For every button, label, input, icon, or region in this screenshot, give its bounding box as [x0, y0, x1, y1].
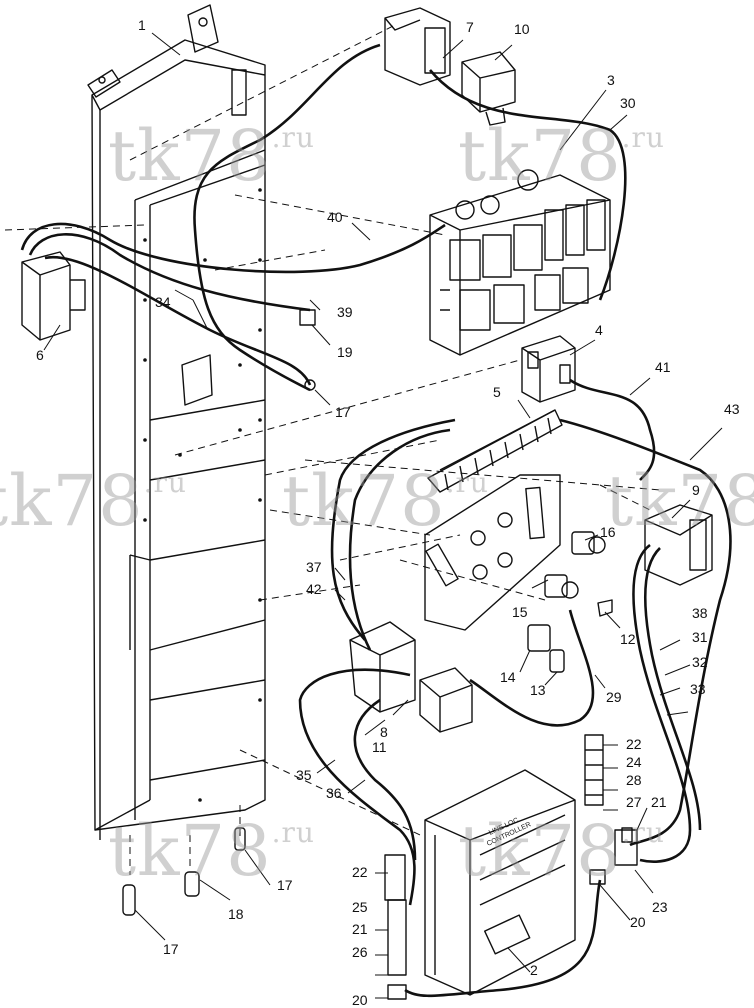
- callout-leaders: [43, 32, 723, 999]
- callout-6: 6: [36, 347, 44, 363]
- pushbuttons: [527, 531, 613, 673]
- callout-31: 31: [692, 629, 708, 645]
- callout-28: 28: [626, 772, 642, 788]
- main-panel-frame: [87, 4, 266, 840]
- callout-18: 18: [228, 906, 244, 922]
- callout-7: 7: [466, 19, 474, 35]
- callout-8: 8: [380, 724, 388, 740]
- callout-27: 27: [626, 794, 642, 810]
- callout-23: 23: [652, 899, 668, 915]
- callout-12: 12: [620, 631, 636, 647]
- callout-1: 1: [138, 17, 146, 33]
- callout-43: 43: [724, 401, 740, 417]
- callout-17: 17: [335, 404, 351, 420]
- relay-10: [461, 51, 516, 126]
- callout-10: 10: [514, 21, 530, 37]
- callout-36: 36: [326, 785, 342, 801]
- callout-29: 29: [606, 689, 622, 705]
- callout-40: 40: [327, 209, 343, 225]
- mounting-plate: [424, 474, 561, 631]
- callout-26: 26: [352, 944, 368, 960]
- callout-4: 4: [595, 322, 603, 338]
- callout-2: 2: [530, 962, 538, 978]
- callout-41: 41: [655, 359, 671, 375]
- callout-16: 16: [600, 524, 616, 540]
- callout-5: 5: [493, 384, 501, 400]
- callout-17: 17: [163, 941, 179, 957]
- callout-19: 19: [337, 344, 353, 360]
- callout-17: 17: [277, 877, 293, 893]
- callout-24: 24: [626, 754, 642, 770]
- plug-connectors: [384, 734, 638, 1000]
- callout-37: 37: [306, 559, 322, 575]
- connector-7: [384, 7, 451, 86]
- cables: [20, 43, 732, 998]
- fasteners: [122, 309, 316, 916]
- callout-21: 21: [651, 794, 667, 810]
- callout-3: 3: [607, 72, 615, 88]
- callout-22: 22: [626, 736, 642, 752]
- contactor-panel: [429, 169, 611, 356]
- callout-42: 42: [306, 581, 322, 597]
- callout-20: 20: [352, 992, 368, 1008]
- connector-6: [21, 251, 86, 341]
- callout-30: 30: [620, 95, 636, 111]
- callout-32: 32: [692, 654, 708, 670]
- callout-39: 39: [337, 304, 353, 320]
- callout-9: 9: [692, 482, 700, 498]
- callout-14: 14: [500, 669, 516, 685]
- callout-34: 34: [155, 294, 171, 310]
- controller-board: [424, 769, 576, 996]
- callout-21: 21: [352, 921, 368, 937]
- callout-20: 20: [630, 914, 646, 930]
- callout-22: 22: [352, 864, 368, 880]
- callout-38: 38: [692, 605, 708, 621]
- callout-35: 35: [296, 767, 312, 783]
- callout-33: 33: [690, 681, 706, 697]
- dashed-leader-lines: [4, 24, 661, 875]
- callout-25: 25: [352, 899, 368, 915]
- terminal-strip-5: [427, 409, 563, 493]
- callout-13: 13: [530, 682, 546, 698]
- callout-15: 15: [512, 604, 528, 620]
- callout-11: 11: [372, 739, 387, 755]
- relay-4: [521, 335, 576, 403]
- connector-9: [644, 504, 713, 586]
- connector-8: [349, 621, 416, 713]
- relay-11: [419, 667, 473, 733]
